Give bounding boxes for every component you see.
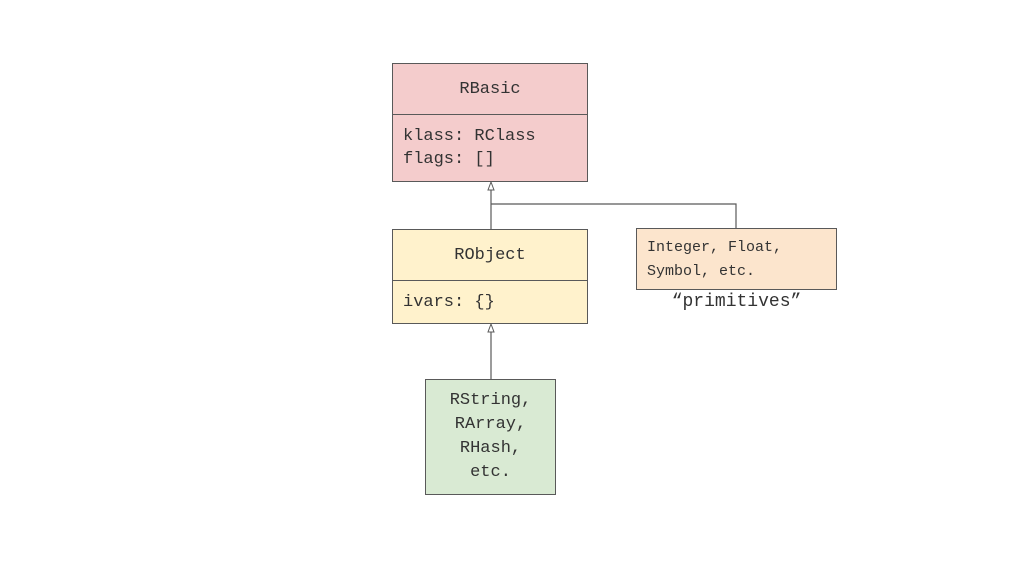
rbasic-class-box: RBasic klass: RClass flags: [] [392, 63, 588, 182]
rstring-line-1: RString, [449, 391, 532, 410]
robject-title: RObject [393, 230, 587, 281]
rstring-line-3: RHash, [459, 439, 522, 458]
robject-fields: ivars: {} [393, 281, 587, 314]
primitives-line-1: Integer, Float, [647, 239, 783, 256]
rbasic-field-klass: klass: RClass [403, 127, 536, 146]
robject-field-ivars: ivars: {} [403, 293, 495, 312]
rbasic-title: RBasic [393, 64, 587, 115]
rbasic-field-flags: flags: [] [403, 150, 495, 169]
primitives-box: Integer, Float, Symbol, etc. [636, 228, 837, 290]
rstring-line-2: RArray, [454, 415, 527, 434]
rstring-class-box: RString, RArray, RHash, etc. [425, 379, 556, 495]
primitives-caption: “primitives” [671, 292, 802, 312]
primitives-to-rbasic-line [491, 203, 737, 228]
robject-class-box: RObject ivars: {} [392, 229, 588, 324]
rstring-line-4: etc. [470, 463, 511, 482]
rbasic-arrowhead [487, 180, 495, 191]
primitives-line-2: Symbol, etc. [647, 263, 756, 280]
robject-arrowhead [487, 322, 495, 333]
rbasic-fields: klass: RClass flags: [] [393, 115, 587, 171]
